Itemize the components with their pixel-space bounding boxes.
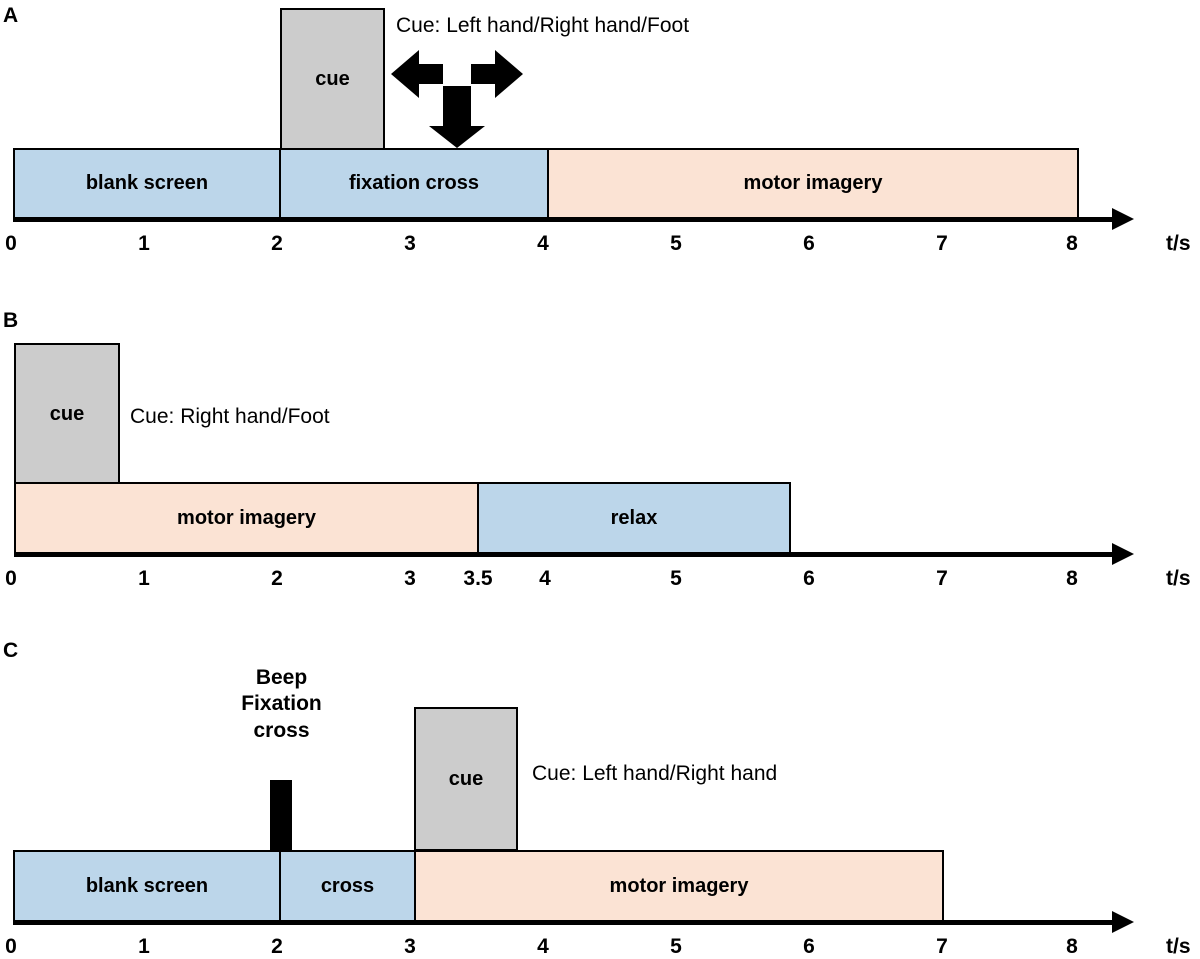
panel-b-tick-3-5: 3.5 bbox=[463, 567, 493, 590]
panel-c-block-blank-screen: blank screen bbox=[13, 850, 281, 922]
panel-b-axis-arrowhead bbox=[1112, 543, 1134, 565]
panel-a-block-motor-imagery: motor imagery bbox=[547, 148, 1079, 219]
panel-b-tick-1: 1 bbox=[138, 567, 150, 590]
panel-b: B cue Cue: Right hand/Foot motor imagery… bbox=[0, 305, 1200, 630]
panel-a-cue-block: cue bbox=[280, 8, 385, 150]
panel-a-block-blank-screen: blank screen bbox=[13, 148, 281, 219]
panel-c-block-blank-screen-label: blank screen bbox=[85, 874, 209, 897]
panel-a-tick-8: 8 bbox=[1066, 232, 1078, 255]
panel-c-beep-annotation: Beep Fixation cross bbox=[241, 666, 322, 742]
panel-c-axis-unit: t/s bbox=[1166, 935, 1191, 958]
panel-c-axis-arrowhead bbox=[1112, 911, 1134, 933]
panel-a-block-fixation-cross-label: fixation cross bbox=[348, 172, 480, 194]
panel-b-tick-0: 0 bbox=[5, 567, 17, 590]
panel-b-cue-annotation: Cue: Right hand/Foot bbox=[130, 405, 330, 428]
panel-c-block-motor-imagery: motor imagery bbox=[414, 850, 944, 922]
panel-b-label: B bbox=[3, 309, 19, 332]
panel-c-cue-annotation: Cue: Left hand/Right hand bbox=[532, 762, 778, 785]
panel-c-tick-7: 7 bbox=[936, 935, 948, 958]
panel-c-label: C bbox=[3, 639, 19, 662]
panel-a-cue-label: cue bbox=[315, 67, 350, 90]
panel-a-axis-line bbox=[13, 217, 1116, 222]
panel-c-beep-marker bbox=[270, 780, 292, 851]
panel-b-tick-7: 7 bbox=[936, 567, 948, 590]
panel-b-block-relax: relax bbox=[477, 482, 791, 554]
panel-a-block-blank-screen-label: blank screen bbox=[85, 172, 209, 194]
panel-b-tick-6: 6 bbox=[803, 567, 815, 590]
panel-b-block-motor-imagery-label: motor imagery bbox=[177, 506, 316, 529]
panel-b-block-relax-label: relax bbox=[610, 506, 658, 529]
panel-a-tick-3: 3 bbox=[404, 232, 416, 255]
panel-a-tick-5: 5 bbox=[670, 232, 682, 255]
panel-a-tick-0: 0 bbox=[5, 232, 17, 255]
panel-b-axis-line bbox=[14, 552, 1116, 557]
panel-c-block-motor-imagery-label: motor imagery bbox=[609, 874, 749, 897]
panel-c: C Beep Fixation cross cue Cue: Left hand… bbox=[0, 635, 1200, 959]
panel-a-cue-annotation: Cue: Left hand/Right hand/Foot bbox=[396, 14, 690, 37]
panel-c-cue-label: cue bbox=[448, 767, 484, 790]
panel-c-tick-6: 6 bbox=[803, 935, 815, 958]
panel-b-cue-block: cue bbox=[14, 343, 120, 485]
panel-c-block-cross: cross bbox=[279, 850, 416, 922]
panel-c-block-cross-label: cross bbox=[320, 874, 375, 897]
panel-a-tick-6: 6 bbox=[803, 232, 815, 255]
panel-b-tick-3: 3 bbox=[404, 567, 416, 590]
panel-a-tick-4: 4 bbox=[537, 232, 549, 255]
panel-b-tick-4: 4 bbox=[539, 567, 551, 590]
panel-a-tick-2: 2 bbox=[271, 232, 283, 255]
panel-c-tick-4: 4 bbox=[537, 935, 549, 958]
panel-c-tick-0: 0 bbox=[5, 935, 17, 958]
panel-a-block-fixation-cross: fixation cross bbox=[279, 148, 549, 219]
panel-c-tick-5: 5 bbox=[670, 935, 682, 958]
panel-a-tick-1: 1 bbox=[138, 232, 150, 255]
panel-a: A cue Cue: Left hand/Right hand/Foot bla… bbox=[0, 0, 1200, 300]
panel-a-tick-7: 7 bbox=[936, 232, 948, 255]
panel-a-axis-unit: t/s bbox=[1166, 232, 1191, 255]
panel-c-tick-8: 8 bbox=[1066, 935, 1078, 958]
panel-b-tick-8: 8 bbox=[1066, 567, 1078, 590]
panel-a-axis-arrowhead bbox=[1112, 208, 1134, 230]
panel-a-block-motor-imagery-label: motor imagery bbox=[743, 172, 883, 194]
panel-c-axis-line bbox=[13, 920, 1116, 925]
panel-b-tick-5: 5 bbox=[670, 567, 682, 590]
panel-b-cue-label: cue bbox=[49, 402, 85, 425]
panel-b-tick-2: 2 bbox=[271, 567, 283, 590]
panel-a-label: A bbox=[3, 4, 19, 27]
panel-c-tick-1: 1 bbox=[138, 935, 150, 958]
panel-c-tick-3: 3 bbox=[404, 935, 416, 958]
three-way-arrow-icon bbox=[391, 48, 523, 153]
panel-b-block-motor-imagery: motor imagery bbox=[14, 482, 479, 554]
panel-c-cue-block: cue bbox=[414, 707, 518, 851]
panel-c-tick-2: 2 bbox=[271, 935, 283, 958]
panel-b-axis-unit: t/s bbox=[1166, 567, 1191, 590]
